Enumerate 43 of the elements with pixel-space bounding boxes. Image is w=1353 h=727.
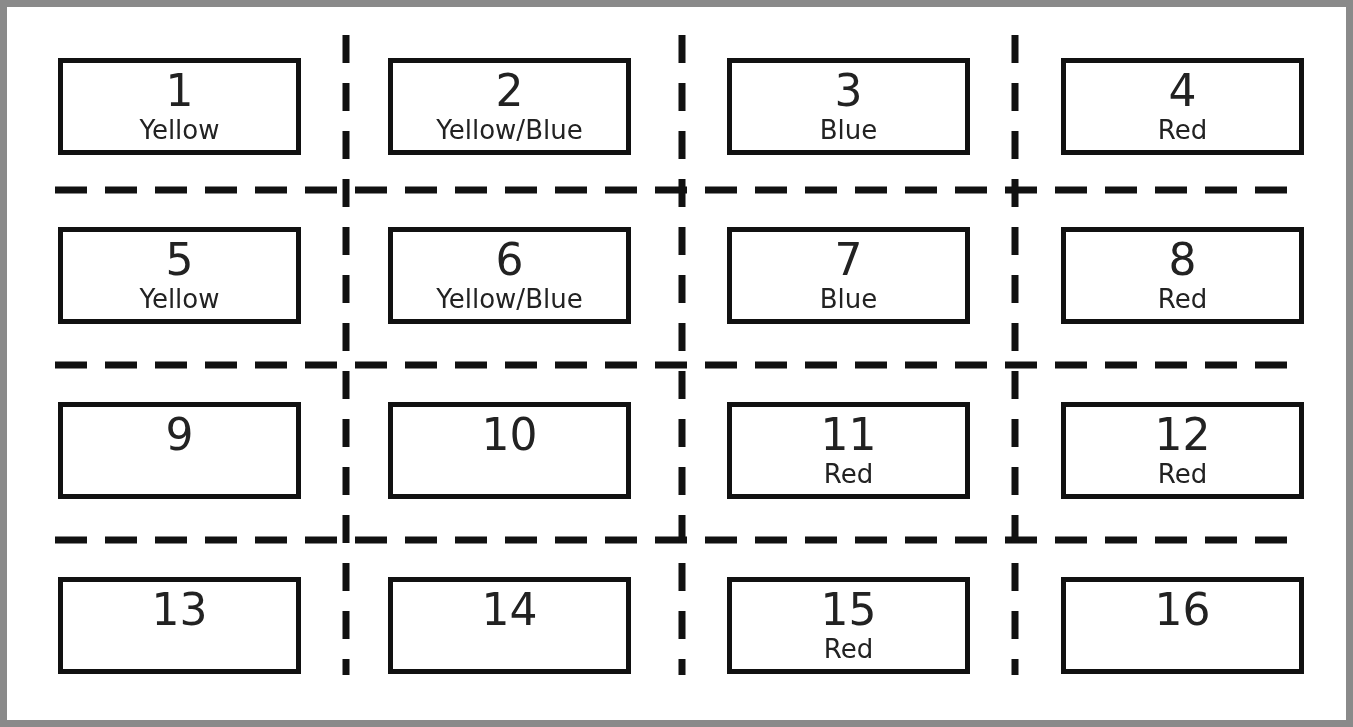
fuse-number: 15 [819, 586, 878, 634]
fuse-box [58, 402, 301, 499]
fuse-box [1061, 577, 1304, 674]
fuse-box [1061, 227, 1304, 324]
color-label: Red [1156, 284, 1209, 314]
fuse-number: 8 [1167, 236, 1198, 284]
fuse-box [388, 402, 631, 499]
fuse-box [727, 402, 970, 499]
fuse-number: 7 [833, 236, 864, 284]
fuse-number: 10 [480, 411, 539, 459]
fuse-number: 16 [1153, 586, 1212, 634]
color-label: Yellow/Blue [435, 115, 584, 145]
fuse-box [58, 58, 301, 155]
fuse-box [388, 58, 631, 155]
color-label: Red [1156, 115, 1209, 145]
fuse-box [388, 577, 631, 674]
color-label: Blue [818, 115, 879, 145]
color-label: Red [822, 459, 875, 489]
fuse-box [727, 577, 970, 674]
fuse-number: 2 [494, 67, 525, 115]
fuse-box [1061, 402, 1304, 499]
fuse-number: 5 [164, 236, 195, 284]
fuse-number: 11 [819, 411, 878, 459]
color-label: Yellow [138, 115, 221, 145]
fuse-number: 1 [164, 67, 195, 115]
fuse-box [1061, 58, 1304, 155]
color-label: Yellow/Blue [435, 284, 584, 314]
fuse-number: 13 [150, 586, 209, 634]
fuse-number: 3 [833, 67, 864, 115]
color-label: Red [1156, 459, 1209, 489]
fuse-number: 4 [1167, 67, 1198, 115]
fuse-box [388, 227, 631, 324]
fuse-number: 12 [1153, 411, 1212, 459]
color-label: Red [822, 634, 875, 664]
color-label: Blue [818, 284, 879, 314]
color-label: Yellow [138, 284, 221, 314]
fuse-box [58, 227, 301, 324]
fuse-box [727, 58, 970, 155]
fuse-box [727, 227, 970, 324]
fuse-number: 6 [494, 236, 525, 284]
fuse-number: 14 [480, 586, 539, 634]
fuse-box [58, 577, 301, 674]
fuse-number: 9 [164, 411, 195, 459]
